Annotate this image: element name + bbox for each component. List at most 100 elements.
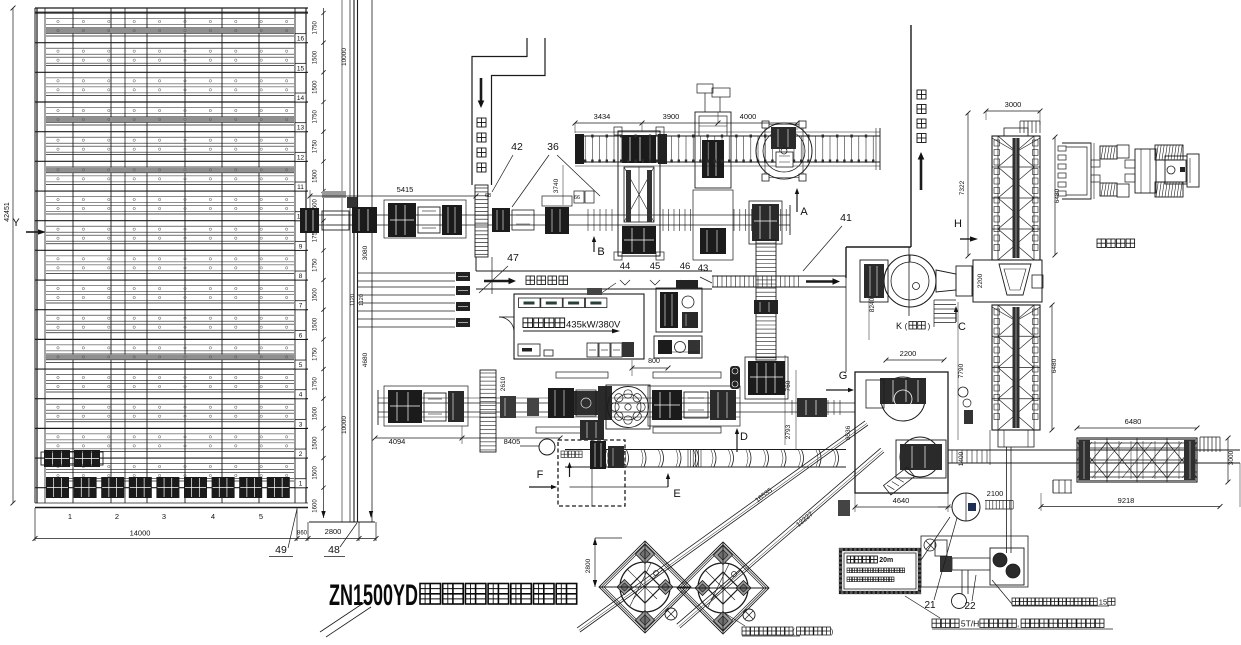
svg-text:8405: 8405: [504, 437, 521, 446]
svg-text:3000: 3000: [1005, 100, 1022, 109]
svg-text:1500: 1500: [313, 288, 319, 302]
svg-text:1750: 1750: [313, 139, 319, 153]
svg-text:760: 760: [785, 380, 792, 391]
svg-text:F: F: [537, 469, 544, 481]
svg-text:13: 13: [297, 125, 305, 132]
svg-text:3080: 3080: [362, 245, 369, 260]
svg-text:G: G: [839, 370, 848, 382]
svg-text:1500: 1500: [313, 169, 319, 183]
svg-text:3740: 3740: [553, 178, 560, 193]
svg-text:(: (: [905, 322, 908, 331]
svg-text:20m: 20m: [879, 557, 893, 564]
svg-text:5415: 5415: [397, 185, 414, 194]
svg-text:6480: 6480: [1125, 417, 1142, 426]
svg-text:2: 2: [299, 451, 303, 458]
svg-text:D: D: [740, 431, 748, 443]
svg-text:21: 21: [924, 600, 936, 611]
svg-text:4000: 4000: [740, 112, 757, 121]
svg-text:43: 43: [698, 263, 709, 274]
svg-text:3: 3: [299, 421, 303, 428]
svg-text:16: 16: [297, 36, 305, 43]
svg-text:): ): [831, 629, 833, 636]
svg-text:48: 48: [328, 544, 340, 556]
svg-text:A: A: [800, 206, 808, 218]
svg-text:1600: 1600: [313, 499, 319, 513]
svg-text:3: 3: [162, 512, 166, 521]
svg-text:1500: 1500: [313, 406, 319, 420]
svg-text:ZN1500YD: ZN1500YD: [329, 579, 418, 612]
svg-text:1500: 1500: [313, 436, 319, 450]
svg-text:,: ,: [1017, 620, 1019, 629]
svg-text:1750: 1750: [313, 258, 319, 272]
svg-text:2800: 2800: [325, 527, 342, 536]
svg-text:3900: 3900: [663, 112, 680, 121]
svg-text:3000: 3000: [1228, 450, 1235, 465]
svg-text:42451: 42451: [4, 202, 11, 222]
svg-text:49: 49: [275, 544, 287, 556]
svg-text:1500: 1500: [313, 80, 319, 94]
svg-text:Y: Y: [12, 217, 20, 229]
svg-text:2200: 2200: [977, 273, 984, 288]
svg-text:10000: 10000: [341, 416, 348, 434]
svg-text:7322: 7322: [959, 180, 966, 195]
svg-text:1400: 1400: [958, 451, 965, 466]
svg-text:B: B: [597, 246, 604, 258]
svg-text:1750: 1750: [313, 228, 319, 242]
svg-text:1120: 1120: [359, 294, 365, 306]
svg-text:66: 66: [574, 195, 580, 201]
svg-text:9218: 9218: [1118, 496, 1135, 505]
svg-text:2100: 2100: [987, 489, 1004, 498]
svg-text:1500: 1500: [313, 199, 319, 213]
svg-text:46: 46: [680, 261, 691, 272]
svg-text:41: 41: [840, 212, 852, 224]
svg-text:860: 860: [297, 531, 308, 537]
svg-text:22: 22: [964, 601, 976, 612]
svg-text:1750: 1750: [313, 377, 319, 391]
svg-text:6480: 6480: [1051, 358, 1058, 373]
svg-text:1750: 1750: [313, 347, 319, 361]
svg-text:2800: 2800: [585, 558, 592, 573]
svg-text:5T/H: 5T/H: [961, 619, 979, 629]
svg-text:2200: 2200: [900, 349, 917, 358]
svg-text:C: C: [958, 321, 966, 333]
svg-text:K: K: [896, 321, 902, 331]
svg-text:10000: 10000: [341, 48, 348, 66]
svg-text:42: 42: [511, 141, 523, 153]
svg-text:): ): [928, 322, 931, 331]
svg-text:1750: 1750: [313, 110, 319, 124]
svg-text:12: 12: [297, 154, 305, 161]
svg-text:(: (: [792, 629, 795, 636]
svg-text:H: H: [954, 218, 962, 230]
svg-text:4094: 4094: [389, 437, 406, 446]
svg-text:14000: 14000: [130, 529, 151, 538]
svg-text:1120: 1120: [350, 294, 356, 306]
svg-text:2: 2: [115, 512, 119, 521]
svg-text:15: 15: [297, 65, 305, 72]
svg-text:44: 44: [620, 261, 631, 272]
svg-text:4680: 4680: [362, 352, 369, 367]
svg-text:3434: 3434: [594, 112, 611, 121]
svg-text:1750: 1750: [313, 21, 319, 35]
svg-text:E: E: [673, 488, 680, 500]
svg-text:800: 800: [648, 358, 660, 365]
svg-text:6480: 6480: [1054, 188, 1061, 203]
svg-text:15: 15: [1099, 598, 1107, 607]
svg-text:4640: 4640: [893, 496, 910, 505]
svg-text:1: 1: [299, 481, 303, 488]
svg-text:11: 11: [297, 184, 304, 191]
svg-text:7: 7: [299, 303, 303, 310]
svg-text:435kW/380V: 435kW/380V: [566, 320, 621, 331]
svg-text:7790: 7790: [958, 363, 965, 378]
svg-text:14: 14: [297, 95, 305, 102]
svg-text:4: 4: [211, 512, 215, 521]
svg-text:2793: 2793: [785, 424, 792, 439]
svg-text:47: 47: [507, 252, 519, 264]
svg-text:2610: 2610: [500, 376, 507, 391]
svg-text:4: 4: [299, 392, 303, 399]
svg-text:68: 68: [485, 193, 491, 199]
svg-text:8: 8: [299, 273, 303, 280]
svg-text:1500: 1500: [313, 466, 319, 480]
svg-text:6: 6: [299, 332, 303, 339]
svg-text:45: 45: [650, 261, 661, 272]
svg-text:1: 1: [68, 512, 72, 521]
